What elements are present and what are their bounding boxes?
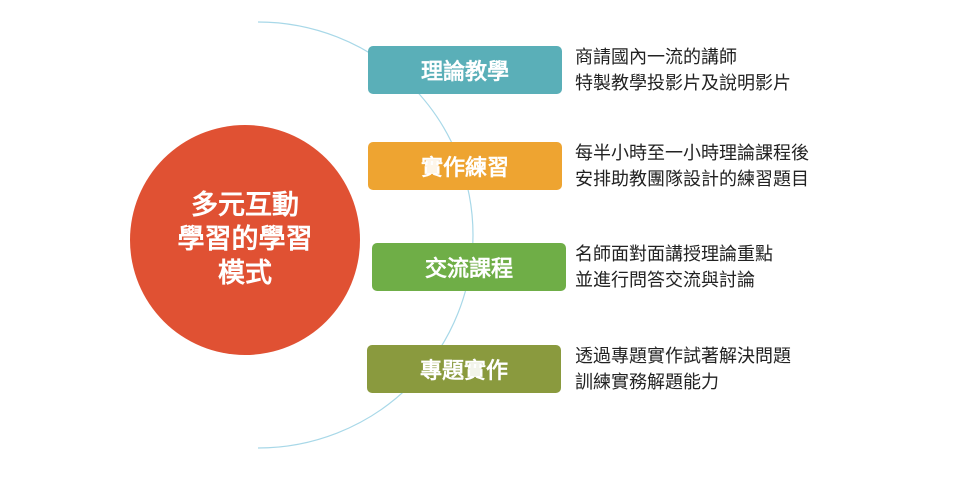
desc-line: 特製教學投影片及說明影片 bbox=[575, 73, 791, 94]
center-line: 學習的學習 bbox=[177, 224, 313, 255]
item-desc-practice: 每半小時至一小時理論課程後安排助教團隊設計的練習題目 bbox=[575, 141, 809, 193]
item-box-theory: 理論教學 bbox=[368, 46, 562, 94]
item-box-practice: 實作練習 bbox=[368, 142, 562, 190]
item-box-project: 專題實作 bbox=[367, 345, 561, 393]
desc-line: 並進行問答交流與討論 bbox=[575, 270, 755, 291]
desc-line: 商請國內一流的講師 bbox=[575, 47, 737, 68]
desc-line: 名師面對面講授理論重點 bbox=[575, 244, 773, 265]
center-circle: 多元互動 學習的學習 模式 bbox=[130, 125, 360, 355]
center-line: 模式 bbox=[218, 258, 272, 289]
item-box-exchange: 交流課程 bbox=[372, 243, 566, 291]
item-desc-exchange: 名師面對面講授理論重點並進行問答交流與討論 bbox=[575, 242, 773, 294]
desc-line: 安排助教團隊設計的練習題目 bbox=[575, 169, 809, 190]
item-desc-theory: 商請國內一流的講師特製教學投影片及說明影片 bbox=[575, 45, 791, 97]
item-desc-project: 透過專題實作試著解決問題訓練實務解題能力 bbox=[575, 344, 791, 396]
center-line: 多元互動 bbox=[191, 190, 299, 221]
desc-line: 訓練實務解題能力 bbox=[575, 372, 719, 393]
desc-line: 透過專題實作試著解決問題 bbox=[575, 346, 791, 367]
desc-line: 每半小時至一小時理論課程後 bbox=[575, 143, 809, 164]
